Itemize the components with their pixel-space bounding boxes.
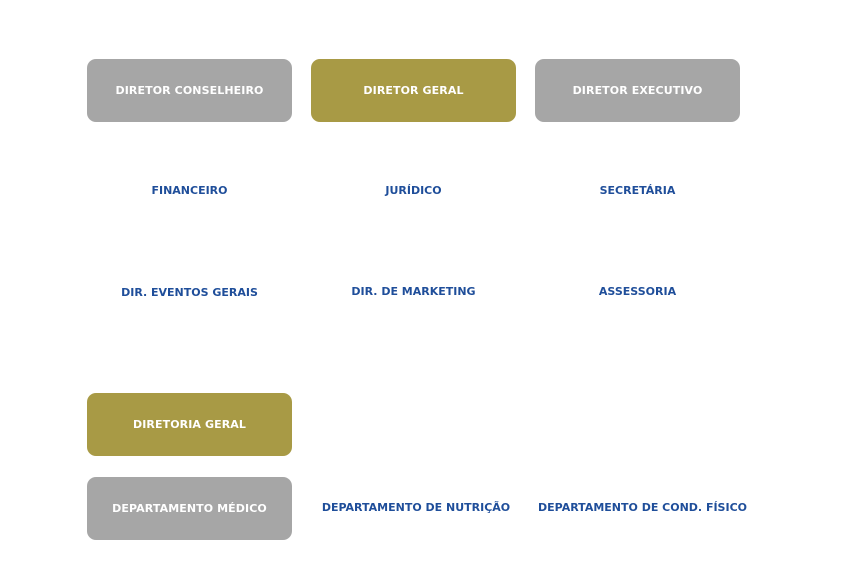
departamento-cond-fisico-label: DEPARTAMENTO DE COND. FÍSICO [538, 501, 747, 514]
dir-marketing-label: DIR. DE MARKETING [351, 285, 476, 298]
diretor-executivo-box: DIRETOR EXECUTIVO [535, 59, 740, 122]
departamento-medico-box: DEPARTAMENTO MÉDICO [87, 477, 292, 540]
departamento-nutricao-label: DEPARTAMENTO DE NUTRIÇÃO [321, 501, 511, 514]
secretaria-label: SECRETÁRIA [599, 184, 676, 197]
diretoria-geral-box: DIRETORIA GERAL [87, 393, 292, 456]
financeiro-label: FINANCEIRO [151, 184, 228, 197]
juridico-label: JURÍDICO [385, 184, 442, 197]
diretor-geral-label: DIRETOR GERAL [363, 84, 464, 97]
dir-eventos-gerais-label: DIR. EVENTOS GERAIS [121, 286, 258, 299]
diretor-conselheiro-label: DIRETOR CONSELHEIRO [115, 84, 264, 97]
diretor-conselheiro-box: DIRETOR CONSELHEIRO [87, 59, 292, 122]
diretor-geral-box: DIRETOR GERAL [311, 59, 516, 122]
diretoria-geral-label: DIRETORIA GERAL [132, 418, 246, 431]
departamento-medico-label: DEPARTAMENTO MÉDICO [112, 502, 267, 515]
assessoria-label: ASSESSORIA [598, 285, 677, 298]
diretor-executivo-label: DIRETOR EXECUTIVO [572, 84, 703, 97]
